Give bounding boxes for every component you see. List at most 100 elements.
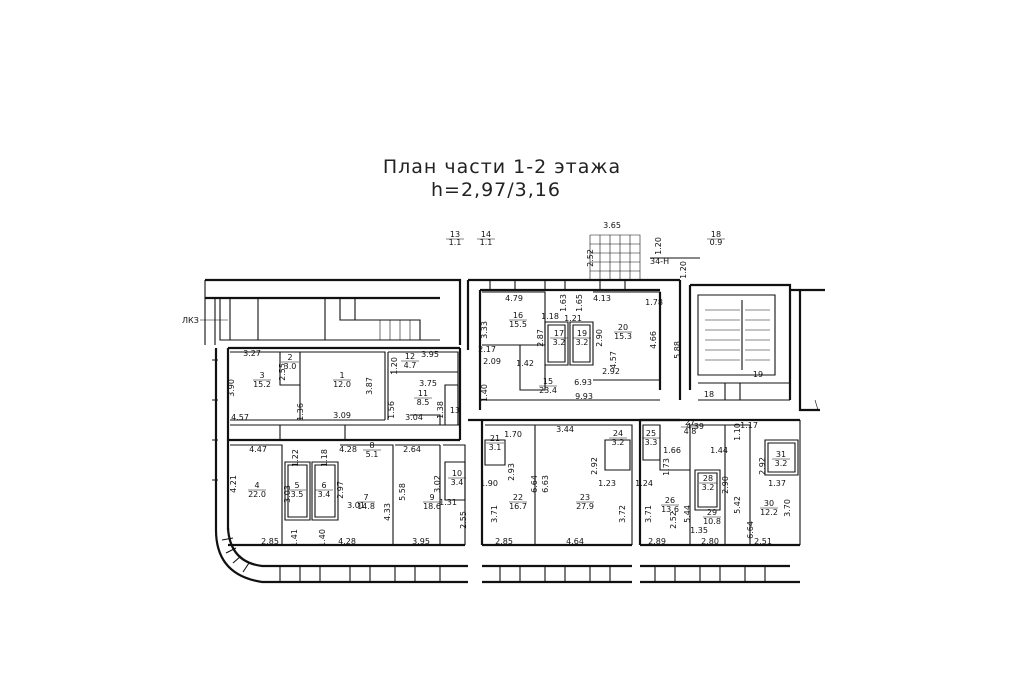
lkz-label: ЛКЗ [182,316,199,325]
dimension-label: 4.21 [229,475,238,493]
room-17-area: 3.2 [553,338,566,347]
dimension-label: 1.17 [740,421,758,430]
room-8-label: 85.1 [363,441,381,459]
dimension-label: 1.24 [635,479,653,488]
room-23-area: 27.9 [576,502,594,511]
room-27-label: 274.8 [681,418,699,436]
room-17-number: 17 [554,329,564,338]
room-4-number: 4 [254,481,259,490]
left-block [228,346,466,547]
room-24-area: 3.2 [612,438,625,447]
dimension-label: 2.52 [669,511,678,529]
room-25-number: 25 [646,429,656,438]
room-18-top-number: 18 [711,230,721,239]
room-2-label: 23.0 [281,353,299,371]
room-3-number: 3 [259,371,264,380]
room-9-label: 918.6 [423,493,441,511]
room-30-number: 30 [764,499,774,508]
dimension-label: 3.71 [490,505,499,523]
room-13-top-number: 13 [450,230,460,239]
dimension-label: 1.36 [296,403,305,421]
dimension-label: 2.92 [590,457,599,475]
dimension-label: 2.90 [721,476,730,494]
dimension-label: 3.01 [347,501,365,510]
dimension-label: 2.55 [278,363,287,381]
dimension-label: 1.63 [559,294,568,312]
dimension-label: 1.40 [318,529,327,547]
dimension-label: 1.90 [480,479,498,488]
room-12-number: 12 [405,352,415,361]
room-26-number: 26 [665,496,675,505]
dimension-label: 2.85 [495,537,513,546]
dimension-label: 3.72 [618,505,627,523]
room-12-label: 124.7 [401,352,419,370]
room-31-label: 313.2 [772,450,790,468]
dimension-label: 1.18 [320,449,329,467]
dimension-label: 4.39 [686,422,704,431]
room-28-number: 28 [703,474,713,483]
dimension-label: 3.04 [405,413,423,422]
dimension-label: 1.38 [436,401,445,419]
room-7-area: 14.8 [357,502,375,511]
room-27-number: 27 [685,418,695,427]
right-block [638,418,800,547]
room-28-area: 3.2 [702,483,715,492]
dimension-label: 2.51 [754,537,772,546]
dimension-label: 2.55 [459,511,468,529]
dimension-label: 3.44 [556,425,574,434]
room-26-area: 13.6 [661,505,679,514]
dimension-label: 4.47 [249,445,267,454]
room-12-area: 4.7 [404,361,417,370]
plan-height: h=2,97/3,16 [431,179,561,201]
dimension-label: 4.28 [338,537,356,546]
room-30-area: 12.2 [760,508,778,517]
room-29-area: 10.8 [703,517,721,526]
dimension-label: 3.71 [644,505,653,523]
room-6-label: 63.4 [315,481,333,499]
room-18-area: 0.9 [710,238,723,247]
room-8-area: 5.1 [366,450,379,459]
room-4-area: 22.0 [248,490,266,499]
room-5-area: 3.5 [291,490,304,499]
dimension-label: 1.23 [598,479,616,488]
dimension-label: 1.20 [654,237,663,255]
room-18-number: 18 [704,390,714,399]
dimension-label: 3.33 [480,321,489,339]
dimension-label: 2.92 [758,457,767,475]
dimension-label: 1.37 [768,479,786,488]
room-19-label: 193.2 [573,329,591,347]
dimension-label: 1.41 [290,529,299,547]
dimension-label: 1.35 [690,526,708,535]
dimension-label: 1.31 [439,498,457,507]
dimension-label: 5.58 [398,483,407,501]
room-15-area: 23.4 [539,386,557,395]
room-22-area: 16.7 [509,502,527,511]
dimension-label: 1.22 [291,449,300,467]
dimension-label: 1.10 [733,423,742,441]
room-27-area: 4.8 [684,427,697,436]
room-20-number: 20 [618,323,628,332]
dimension-label: 2.92 [602,367,620,376]
room-15-number: 15 [543,377,553,386]
dimension-label: 1.56 [387,401,396,419]
dimension-label: 1.20 [390,357,399,375]
dimension-label: 3.70 [783,499,792,517]
room-1-label: 112.0 [333,371,351,389]
dimension-label: 3.03 [283,485,292,503]
plan-title: План части 1-2 этажа [383,156,621,178]
room-8-number: 8 [369,441,374,450]
dimension-label: 5.42 [733,496,742,514]
dimension-label: 3.75 [419,379,437,388]
dimension-label: 1.73 [662,458,671,476]
room-21-area: 3.1 [489,443,502,452]
dimension-label: 2.09 [483,357,501,366]
dimension-label: 3.09 [333,411,351,420]
room-10-area: 3.4 [451,478,464,487]
room-10-label: 103.4 [448,469,466,487]
dimension-label: 1.18 [541,312,559,321]
